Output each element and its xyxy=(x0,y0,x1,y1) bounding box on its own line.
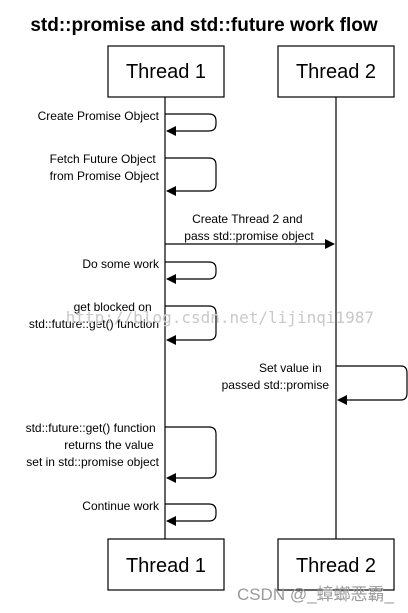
self-arrow-get-blocked xyxy=(165,305,217,345)
self-arrow-fetch-future xyxy=(165,157,217,196)
self-arrow-set-value xyxy=(336,365,408,405)
self-arrow-create-promise xyxy=(165,113,217,136)
thread1-box-top: Thread 1 xyxy=(107,45,225,98)
thread1-label-top: Thread 1 xyxy=(126,61,206,83)
msg-set-value: Set value in passed std::promise xyxy=(222,361,330,392)
msg-create-thread2: Create Thread 2 and pass std::promise ob… xyxy=(184,212,314,243)
self-arrow-get-returns xyxy=(165,426,217,483)
msg-fetch-future: Fetch Future Object from Promise Object xyxy=(50,152,160,183)
thread1-label-bottom: Thread 1 xyxy=(126,555,206,577)
diagram-title: std::promise and std::future work flow xyxy=(30,15,378,36)
thread2-label-top: Thread 2 xyxy=(296,61,376,83)
thread2-label-bottom: Thread 2 xyxy=(296,555,376,577)
thread2-box-top: Thread 2 xyxy=(277,45,395,98)
self-arrow-do-work xyxy=(165,261,217,284)
msg-continue-work: Continue work xyxy=(82,499,160,513)
watermark-url: http://blog.csdn.net/lijinqi1987 xyxy=(66,308,374,327)
credit-text: CSDN @_蟑螂恶霸_ xyxy=(237,585,395,604)
msg-do-work: Do some work xyxy=(82,257,160,271)
msg-get-returns: std::future::get() function returns the … xyxy=(26,421,160,469)
self-arrow-continue-work xyxy=(165,503,217,526)
msg-create-promise: Create Promise Object xyxy=(38,109,160,123)
thread2-box-bottom: Thread 2 xyxy=(277,538,395,591)
msg-get-blocked: get blocked on std::future::get() functi… xyxy=(29,300,159,331)
thread1-box-bottom: Thread 1 xyxy=(107,538,225,591)
